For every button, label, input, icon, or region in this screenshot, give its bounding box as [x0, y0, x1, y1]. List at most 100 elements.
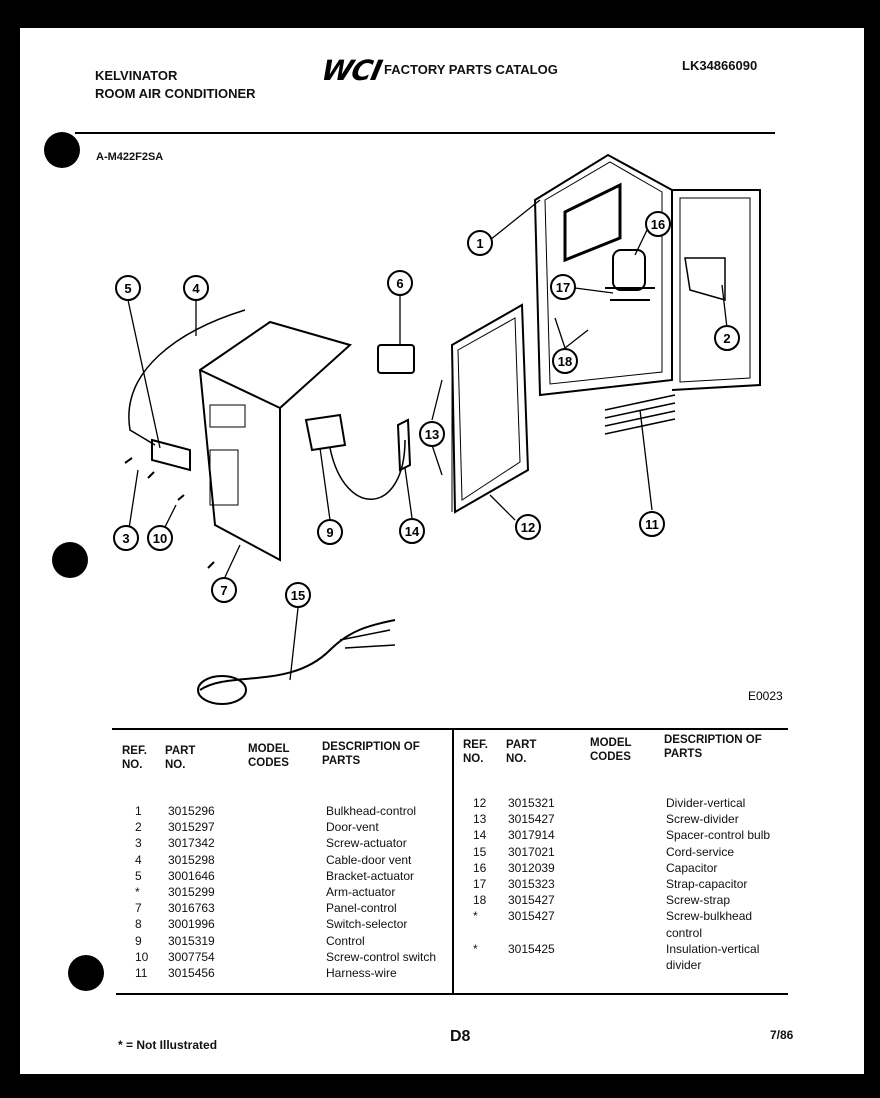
part-number-cell: 3015427	[508, 893, 555, 908]
punch-hole-top	[44, 132, 80, 168]
part-number-cell: 3015427	[508, 909, 555, 924]
description-cell: Bracket-actuator	[326, 868, 415, 883]
part-number-cell: 3015456	[168, 966, 215, 980]
model-number: A-M422F2SA	[96, 151, 164, 163]
spacer-part	[396, 418, 412, 472]
callout-12	[419, 421, 445, 447]
cable-part	[128, 309, 246, 446]
callout-label: 11	[645, 517, 659, 532]
callout-label: 3	[122, 531, 129, 546]
description-cell: Screw-bulkhead	[666, 909, 753, 924]
catalog-date: 7/86	[770, 1028, 794, 1042]
callout-label: 14	[405, 524, 420, 539]
vertical-divider-part	[450, 303, 530, 514]
callout-14	[285, 582, 311, 608]
part-number-cell: 3017021	[508, 844, 555, 859]
ref-cell: 3	[135, 836, 142, 851]
callout-label: 17	[556, 280, 570, 295]
callout-label: 12	[521, 520, 535, 535]
ref-cell: 5	[135, 868, 142, 883]
ref-cell: 8	[135, 917, 142, 932]
part-number-cell: 3015298	[168, 852, 215, 867]
callout-label: 13	[425, 427, 439, 442]
ref-cell: 4	[135, 852, 142, 867]
description-cell: Cable-door vent	[326, 852, 412, 867]
description-cell: Strap-capacitor	[666, 877, 748, 891]
ref-cell: 7	[135, 901, 142, 916]
page-number: D8	[450, 1028, 471, 1045]
part-number-cell: 3015297	[168, 820, 215, 835]
exploded-parts-diagram: 1 2 3 4 5 6 7 9 10 11 12 13 14 15 16 17 …	[113, 153, 783, 705]
header-rule	[75, 132, 775, 134]
diagram-code: E0023	[748, 689, 783, 703]
description-cell: Door-vent	[326, 820, 379, 835]
part-number-cell: 3015427	[508, 812, 555, 827]
ref-cell: 11	[135, 966, 148, 980]
description-cell: Screw-divider	[666, 812, 739, 827]
part-number-cell: 3016763	[168, 901, 215, 916]
description-cell: Capacitor	[666, 860, 718, 875]
part-number-cell: 3015319	[168, 933, 215, 948]
table-bottom-rule	[116, 993, 788, 995]
ref-cell: 17	[473, 877, 487, 891]
callout-2	[714, 325, 740, 351]
callout-4	[183, 275, 209, 301]
ref-cell: *	[473, 909, 478, 924]
part-number-cell: 3015323	[508, 877, 555, 891]
callout-label: 4	[192, 281, 200, 296]
callout-label: 15	[291, 588, 305, 603]
catalog-number: LK34866090	[682, 58, 758, 73]
punch-hole-bottom	[68, 955, 104, 991]
callout-label: 1	[476, 236, 483, 251]
bulkhead-part	[533, 153, 673, 397]
switch-selector-part	[377, 344, 415, 374]
callout-5	[115, 275, 141, 301]
ref-cell: 10	[135, 949, 149, 964]
control-part	[304, 413, 347, 452]
description-cell: Spacer-control bulb	[666, 828, 771, 843]
description-cell: Screw-strap	[666, 893, 731, 908]
punch-hole-middle	[52, 542, 88, 578]
part-number-cell: 3015296	[168, 804, 215, 818]
callout-label: 18	[558, 354, 572, 369]
description-cell: Switch-selector	[326, 917, 408, 932]
service-cord-part	[199, 619, 396, 691]
callout-13	[399, 518, 425, 544]
ref-cell: *	[135, 885, 140, 899]
description-cell: Bulkhead-control	[326, 804, 417, 818]
col-header-model: MODEL CODES	[248, 743, 290, 769]
ref-cell: 14	[473, 828, 487, 843]
description-cell: Harness-wire	[326, 966, 397, 980]
part-number-cell: 3007754	[168, 949, 215, 964]
callout-label: 9	[326, 525, 333, 540]
callout-label: 6	[396, 276, 403, 291]
ref-cell: 18	[473, 893, 487, 908]
ref-cell: 15	[473, 844, 487, 859]
col-header-desc: DESCRIPTION OF PARTS	[664, 734, 762, 760]
ref-cell: 9	[135, 933, 142, 948]
callout-9	[147, 525, 173, 551]
callout-10	[639, 511, 665, 537]
part-number-cell: 3001996	[168, 917, 215, 932]
callout-7	[211, 577, 237, 603]
part-number-cell: 3017914	[508, 828, 555, 843]
callout-1	[467, 230, 493, 256]
part-number-cell: 3001646	[168, 868, 215, 883]
ref-cell: *	[473, 941, 478, 956]
callout-8	[317, 519, 343, 545]
callout-label: 5	[124, 281, 131, 296]
description-cell: Control	[326, 933, 365, 948]
ref-cell: 1	[135, 804, 142, 818]
callout-11	[515, 514, 541, 540]
col-header-ref: REF. NO.	[463, 739, 488, 765]
callout-label: 16	[651, 217, 665, 232]
bracket-part	[151, 438, 191, 472]
description-cell: divider	[666, 958, 702, 972]
description-cell: Screw-control switch	[326, 949, 437, 964]
description-cell: Arm-actuator	[326, 885, 396, 899]
description-cell: Divider-vertical	[666, 796, 746, 810]
col-header-model: MODEL CODES	[590, 737, 632, 763]
ref-cell: 13	[473, 812, 487, 827]
description-cell: Insulation-vertical	[666, 941, 760, 956]
door-vent-part	[671, 189, 761, 391]
